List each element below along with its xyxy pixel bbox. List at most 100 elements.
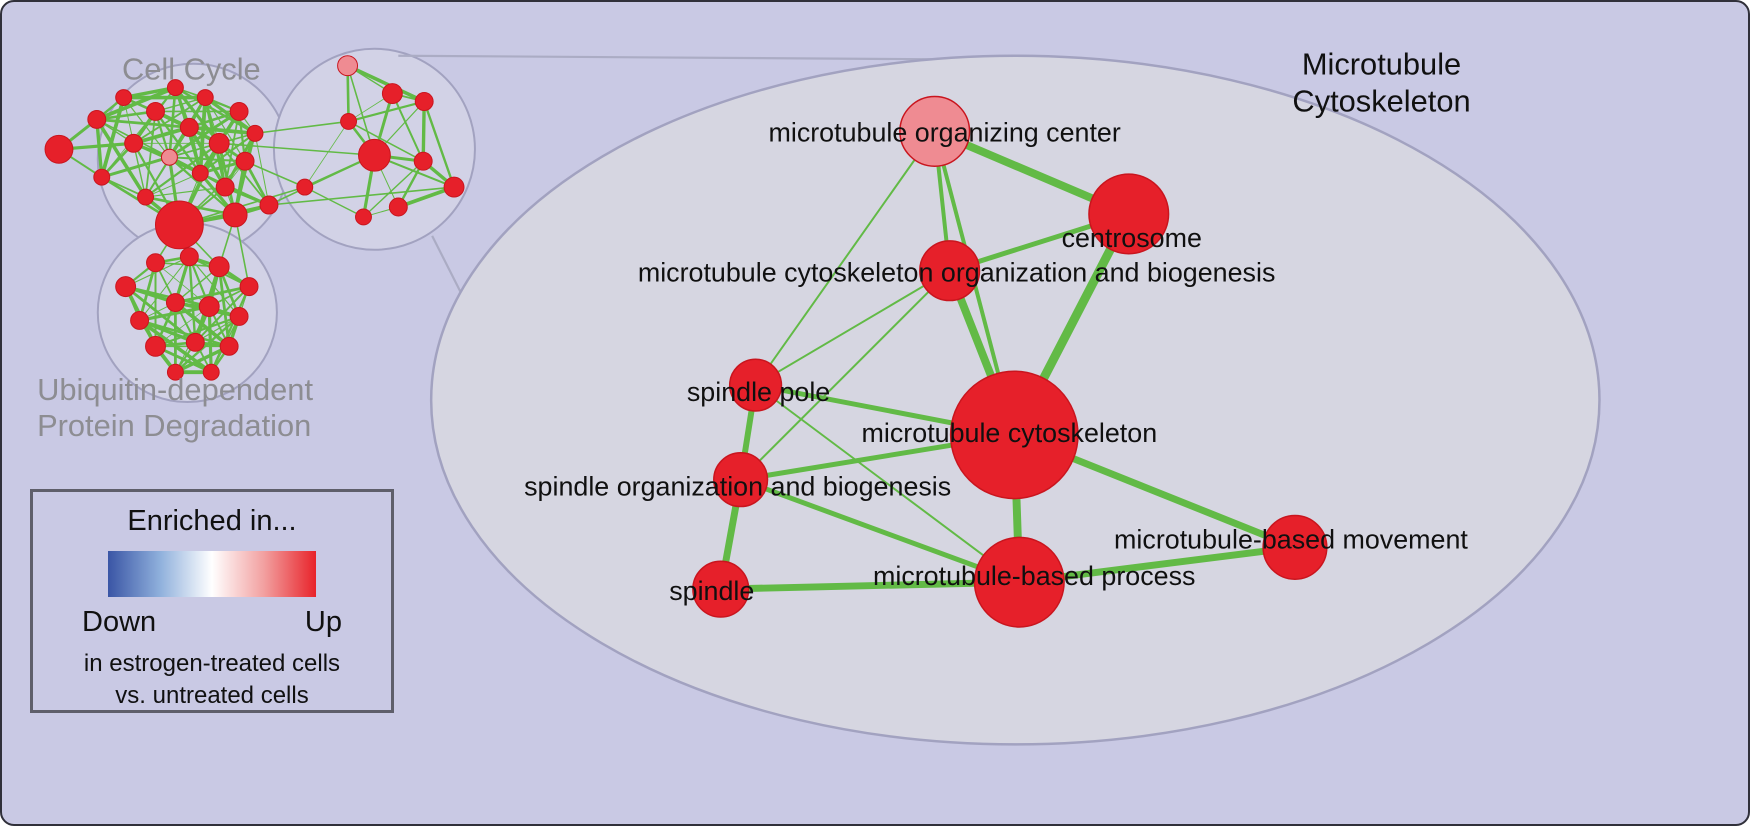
overview-node [130,310,150,330]
overview-node [115,276,137,298]
overview-edge [138,319,231,348]
overview-node [44,134,74,164]
overview-node [259,195,279,215]
overview-node [196,89,214,106]
node-mbm [1262,514,1328,580]
overview-node [246,124,264,142]
edge-mcob-sob [739,269,951,481]
overview-edge [362,160,424,218]
overview-node [337,55,359,77]
overview-edge [187,125,227,189]
main-network-labels: microtubule organizing centercentrosomem… [524,117,1468,606]
overview-edge [100,155,171,179]
overview-edge [210,285,251,374]
node-label-sob: spindle organization and biogenesis [524,472,951,502]
overview-edge [144,142,221,199]
overview-edge [138,261,157,322]
node-spindle [692,560,750,618]
legend: Enriched in... Down Up in estrogen-treat… [30,489,394,713]
overview-edge [204,96,246,162]
title-layer: Cell Cycle Microtubule Cytoskeleton Ubiq… [37,47,1471,443]
overview-edge [168,156,237,217]
overview-edge [187,125,257,136]
overview-node [115,89,133,106]
overview-node [222,202,248,228]
node-label-moc: microtubule organizing center [768,117,1120,147]
overview-node [160,148,178,166]
node-mc [949,370,1079,500]
overview-node [413,151,433,171]
overview-node [355,208,372,226]
overview-cross-edge [268,186,455,206]
overview-edge [347,100,426,123]
overview-node [166,363,184,381]
overview-edge [391,92,425,163]
overview-node [381,83,403,105]
legend-axis-labels: Down Up [82,606,342,639]
overview-node [146,102,165,121]
node-label-mbm: microtubule-based movement [1114,524,1468,554]
node-label-mcob: microtubule cytoskeleton organization an… [638,258,1276,288]
main-network-nodes [692,95,1328,628]
overview-edge [224,110,240,188]
overview-node [219,336,239,356]
overview-edge [421,99,426,163]
overview-cross-edge [218,142,376,157]
overview-edge [95,110,157,121]
node-spindle-pole [728,358,783,412]
overview-node [208,132,230,154]
overview-node [155,200,204,250]
node-label-mbp: microtubule-based process [873,561,1195,591]
overview-node [388,197,408,217]
overview-node [179,247,199,267]
overview-edge [99,95,126,180]
legend-title: Enriched in... [127,505,297,537]
node-mbp [973,536,1065,628]
overview-edge [173,344,231,374]
edge-spindle-mbp [717,578,1023,593]
overview-edge [422,100,456,189]
edge-moc-spindle-pole [754,130,936,387]
overview-edge [304,121,349,188]
node-label-mc: microtubule cytoskeleton [862,418,1158,448]
overview-node [202,363,220,381]
overview-edge [168,86,177,159]
overview-edge [347,120,424,163]
overview-node [229,102,249,121]
microtubule-cluster-title-line2: Cytoskeleton [1292,83,1470,118]
node-label-spindle-pole: spindle pole [687,377,830,407]
overview-edge [95,117,104,179]
legend-up-label: Up [304,606,342,638]
overview-edge [124,285,211,308]
edge-spindle-pole-mbp [754,384,1021,584]
ubiquitin-cluster-title-line2: Protein Degradation [37,408,311,443]
overview-node [137,188,155,206]
node-mcob [919,240,981,302]
overview-edge [198,95,208,176]
overview-node [93,168,111,186]
overview-nodes [44,55,465,381]
overview-edge [207,304,213,374]
overview-node [146,253,165,273]
overview-node [124,133,144,153]
overview-node [198,296,220,317]
overview-node [229,307,249,326]
overview-node [166,79,184,97]
zoom-indicator-line [398,54,1005,61]
edge-sob-mbp [738,477,1022,585]
microtubule-cluster-title-line1: Microtubule [1302,47,1461,82]
overview-edge [131,125,192,146]
ubiquitin-cluster-title-line1: Ubiquitin-dependent [37,372,313,407]
overview-edge [234,132,257,216]
node-label-spindle: spindle [669,576,754,606]
overview-cross-edge [268,154,376,206]
overview-node [191,164,209,182]
overview-node [208,256,230,278]
overview-node [165,293,185,312]
legend-caption-line1: in estrogen-treated cells [83,650,341,677]
overview-edge [144,110,157,198]
legend-caption-line2: vs. untreated cells [115,682,309,710]
cell-cycle-cluster-title: Cell Cycle [122,52,261,87]
